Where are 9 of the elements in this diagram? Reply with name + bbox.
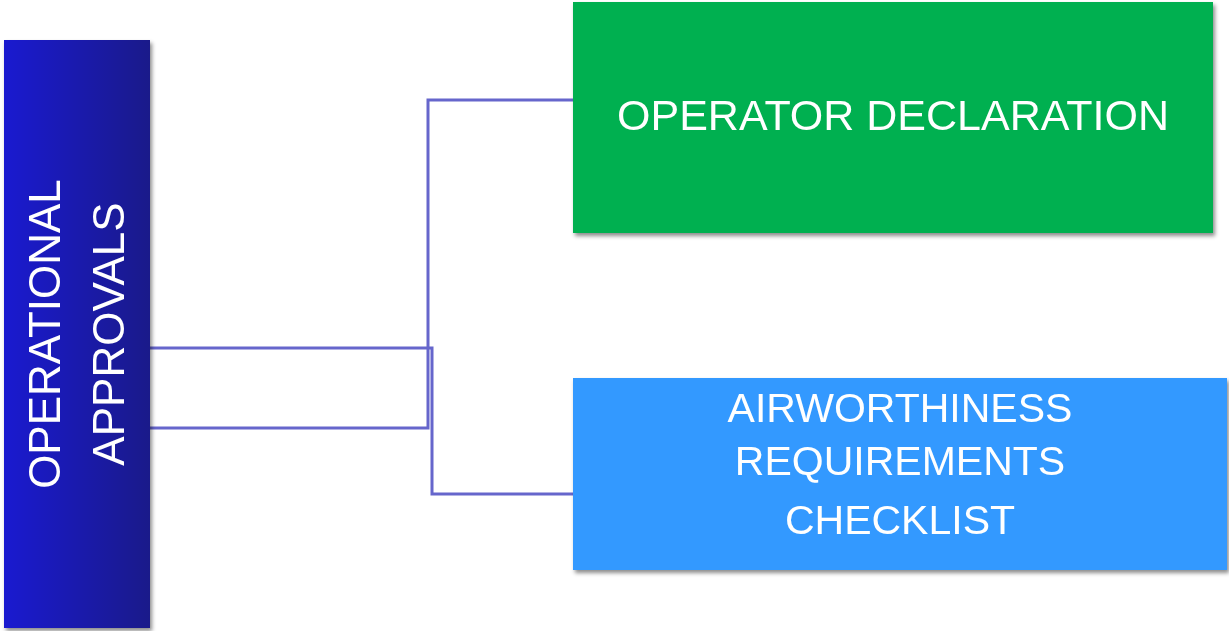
process-box	[573, 2, 1213, 233]
connector-line	[150, 346, 573, 496]
box-label: CHECKLIST	[783, 496, 1017, 545]
box-label: AIRWORTHINESS REQUIREMENTS	[726, 384, 1074, 486]
connector-line	[150, 98, 573, 430]
box-label: OPERATOR DECLARATION	[616, 90, 1170, 140]
box-label: OPERATIONAL APPROVALS	[19, 178, 134, 491]
vertical-box	[4, 40, 150, 628]
process-box	[573, 378, 1227, 570]
